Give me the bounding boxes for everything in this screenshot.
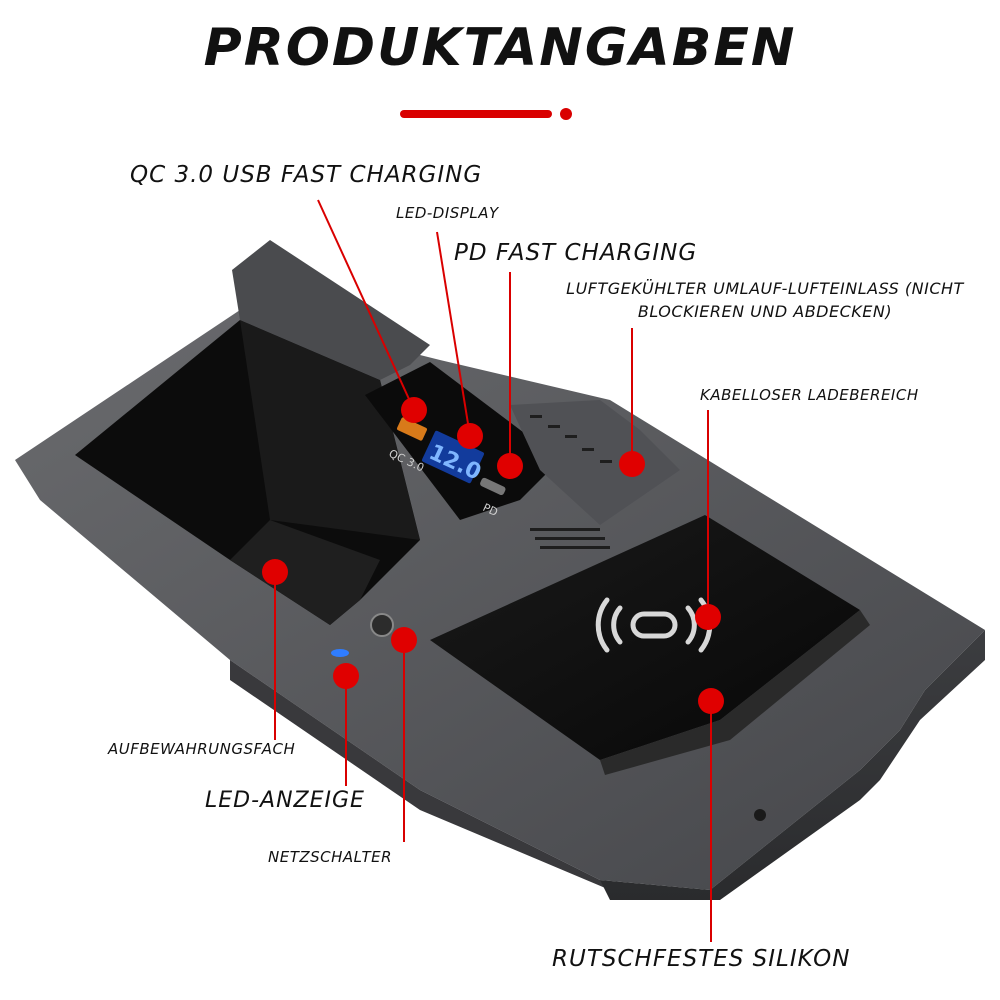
led-display-screen: [422, 430, 484, 484]
marker-pd-charging: [497, 453, 523, 479]
storage-tray-wall: [240, 320, 420, 540]
label-air-intake: LUFTGEKÜHLTER UMLAUF-LUFTEINLASS (NICHT …: [540, 277, 990, 323]
console-front-face: [230, 660, 610, 890]
pd-port: [480, 477, 506, 496]
pd-port-label: PD: [481, 501, 500, 519]
title-underline-dot: [560, 108, 572, 120]
leader-lines: [274, 199, 712, 942]
marker-led-indicator: [333, 663, 359, 689]
storage-tray-floor: [230, 520, 380, 625]
title-underline: [400, 110, 552, 118]
console-right-face: [600, 630, 985, 900]
label-qc-usb: QC 3.0 USB FAST CHARGING: [130, 162, 483, 188]
marker-led-display: [457, 423, 483, 449]
label-silicone: RUTSCHFESTES SILIKON: [552, 946, 851, 972]
console-back-ridge: [232, 240, 430, 380]
label-pd-charging: PD FAST CHARGING: [454, 240, 698, 266]
label-led-display: LED-DISPLAY: [396, 204, 499, 222]
marker-qc-usb: [401, 397, 427, 423]
label-wireless-area: KABELLOSER LADEBEREICH: [700, 386, 919, 404]
marker-power-switch: [391, 627, 417, 653]
side-port: [754, 809, 766, 821]
label-air-intake-line1: LUFTGEKÜHLTER UMLAUF-LUFTEINLASS (NICHT: [566, 279, 964, 298]
marker-storage: [262, 559, 288, 585]
page-title: PRODUKTANGABEN: [203, 18, 797, 78]
marker-silicone: [698, 688, 724, 714]
marker-air-intake: [619, 451, 645, 477]
marker-wireless-area: [695, 604, 721, 630]
label-air-intake-line2: BLOCKIEREN UND ABDECKEN): [637, 302, 893, 321]
power-button: [370, 613, 394, 637]
label-led-indicator: LED-ANZEIGE: [205, 788, 365, 813]
air-intake-vents: [530, 415, 612, 549]
label-power-switch: NETZSCHALTER: [268, 848, 393, 866]
qc-usb-port: [397, 417, 427, 441]
label-storage: AUFBEWAHRUNGSFACH: [108, 740, 296, 758]
wireless-pad-edge: [600, 610, 870, 775]
led-indicator-light: [331, 649, 349, 657]
air-intake-housing: [510, 400, 680, 525]
